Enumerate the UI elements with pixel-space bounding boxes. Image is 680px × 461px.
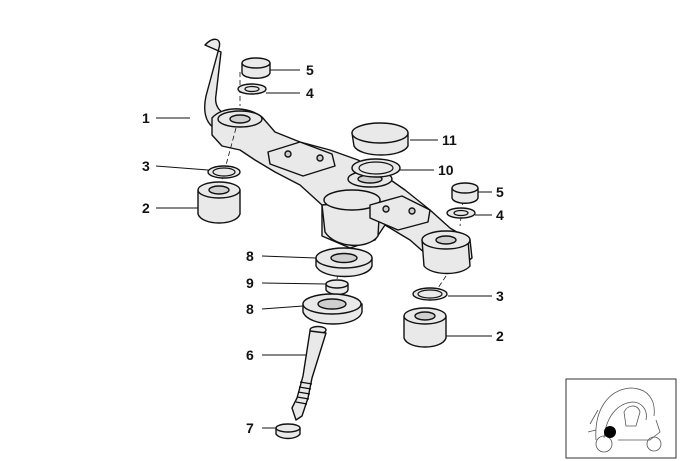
nut-7 [275, 423, 301, 440]
left-washer-4 [237, 83, 267, 95]
callout-2-left: 2 [142, 200, 150, 216]
callout-7: 7 [246, 420, 254, 436]
callout-4-left: 4 [306, 85, 314, 101]
right-cap-5 [451, 182, 479, 204]
stem-bolt-6 [291, 325, 327, 421]
callout-2-right: 2 [496, 328, 504, 344]
callout-6: 6 [246, 347, 254, 363]
callout-5-left: 5 [306, 62, 314, 78]
cover-cap-11 [351, 122, 409, 156]
location-dot-icon [604, 426, 616, 438]
vehicle-inset [565, 378, 677, 459]
right-bushing-2 [403, 307, 447, 348]
callout-3-right: 3 [496, 288, 504, 304]
left-ring-3 [207, 165, 241, 179]
left-bushing-2 [197, 181, 241, 224]
callout-11: 11 [442, 132, 457, 148]
callout-3-left: 3 [142, 158, 150, 174]
callout-1: 1 [142, 110, 150, 126]
callout-5-right: 5 [496, 184, 504, 200]
seal-ring-10 [351, 158, 401, 178]
leader-lines [155, 69, 492, 429]
right-washer-4 [446, 207, 476, 219]
scooter-icon [587, 387, 662, 453]
callout-4-right: 4 [496, 207, 504, 223]
bearing-8-bottom [302, 293, 363, 325]
left-cap-5 [241, 57, 271, 79]
spacer-9 [325, 279, 349, 296]
right-ring-3 [412, 287, 448, 301]
callout-9: 9 [246, 275, 254, 291]
callout-10: 10 [438, 162, 454, 178]
bearing-8-top [315, 247, 373, 278]
callout-8-top: 8 [246, 248, 254, 264]
callout-8-bottom: 8 [246, 301, 254, 317]
